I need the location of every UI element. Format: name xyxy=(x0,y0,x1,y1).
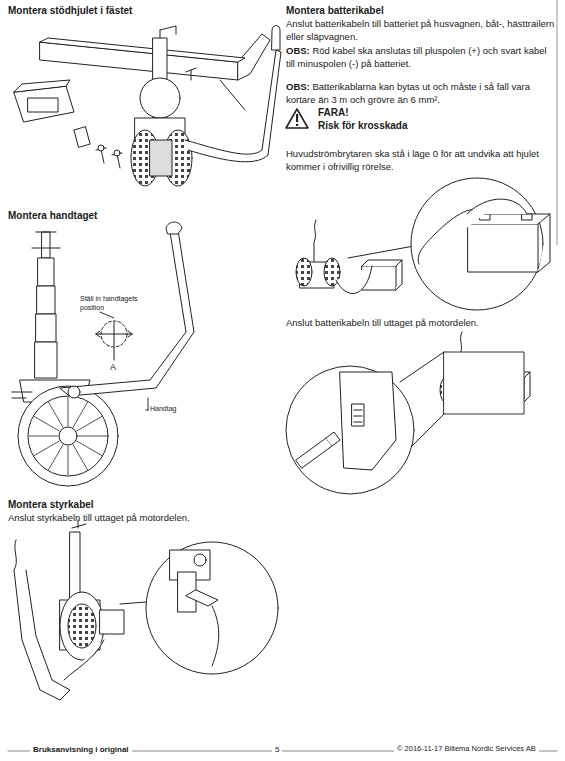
note-text-block: OBS:Batterikablarna kan bytas ut och mås… xyxy=(286,80,558,106)
bracket-assembly xyxy=(14,26,281,187)
note-text: OBS: xyxy=(286,81,310,92)
body-text: Anslut styrkabeln till uttaget på motord… xyxy=(8,512,190,523)
body-text: Anslut batterikabeln till batteriet på h… xyxy=(286,18,554,42)
section-heading: Montera batterikabel xyxy=(286,5,384,16)
section-heading-block: Montera handtaget xyxy=(8,209,208,223)
motor-socket-detail xyxy=(286,332,530,494)
body-text-block: Anslut batterikabeln till uttaget på mot… xyxy=(286,316,558,329)
copyright-text: © 2016-11-17 Biltema Nordic Services AB xyxy=(397,744,536,753)
footer-text: Bruksanvisning i original xyxy=(33,745,129,754)
control-cable-assembly xyxy=(14,520,278,700)
note-text-block: OBS:Röd kabel ska anslutas till pluspole… xyxy=(286,44,558,70)
warning-heading: FARA! xyxy=(318,107,349,118)
callout-note: Ställ in handtagets position xyxy=(80,295,138,311)
handle-assembly xyxy=(12,222,194,486)
note-text: OBS: xyxy=(286,45,310,56)
warning-text-block: Risk för krosskada xyxy=(318,119,518,133)
part-label: Handtag xyxy=(150,405,176,412)
callout-letter-block: A xyxy=(110,361,124,373)
footer-text-block: Bruksanvisning i original xyxy=(30,744,132,755)
callout-letter: A xyxy=(110,362,116,372)
warning-text: Risk för krosskada xyxy=(318,120,408,131)
page-number: 5 xyxy=(275,745,279,754)
body-text-block: Huvudströmbrytaren ska stå i läge 0 för … xyxy=(286,147,558,173)
section-heading: Montera handtaget xyxy=(8,210,97,221)
warning-heading-block: FARA! xyxy=(318,106,518,120)
callout-note-block: Ställ in handtagets position xyxy=(80,294,142,312)
part-label-block: Handtag xyxy=(150,404,210,413)
page-number-block: 5 xyxy=(272,744,282,755)
battery-cable-assembly xyxy=(296,178,550,310)
body-text-block: Anslut batterikabeln till batteriet på h… xyxy=(286,17,558,43)
section-heading: Montera stödhjulet i fästet xyxy=(8,5,132,16)
section-heading-block: Montera batterikabel xyxy=(286,4,546,18)
section-heading: Montera styrkabel xyxy=(8,499,94,510)
body-text: Huvudströmbrytaren ska stå i läge 0 för … xyxy=(286,148,539,172)
section-heading-block: Montera stödhjulet i fästet xyxy=(8,4,268,18)
note-text: Batterikablarna kan bytas ut och måste i… xyxy=(286,81,530,105)
body-text-block: Anslut styrkabeln till uttaget på motord… xyxy=(8,511,278,524)
copyright-text-block: © 2016-11-17 Biltema Nordic Services AB xyxy=(394,744,539,754)
note-text: Röd kabel ska anslutas till pluspolen (+… xyxy=(286,45,547,69)
warning-symbol xyxy=(286,109,308,128)
column-rule xyxy=(557,0,558,245)
section-heading-block: Montera styrkabel xyxy=(8,498,208,512)
body-text: Anslut batterikabeln till uttaget på mot… xyxy=(286,317,479,328)
